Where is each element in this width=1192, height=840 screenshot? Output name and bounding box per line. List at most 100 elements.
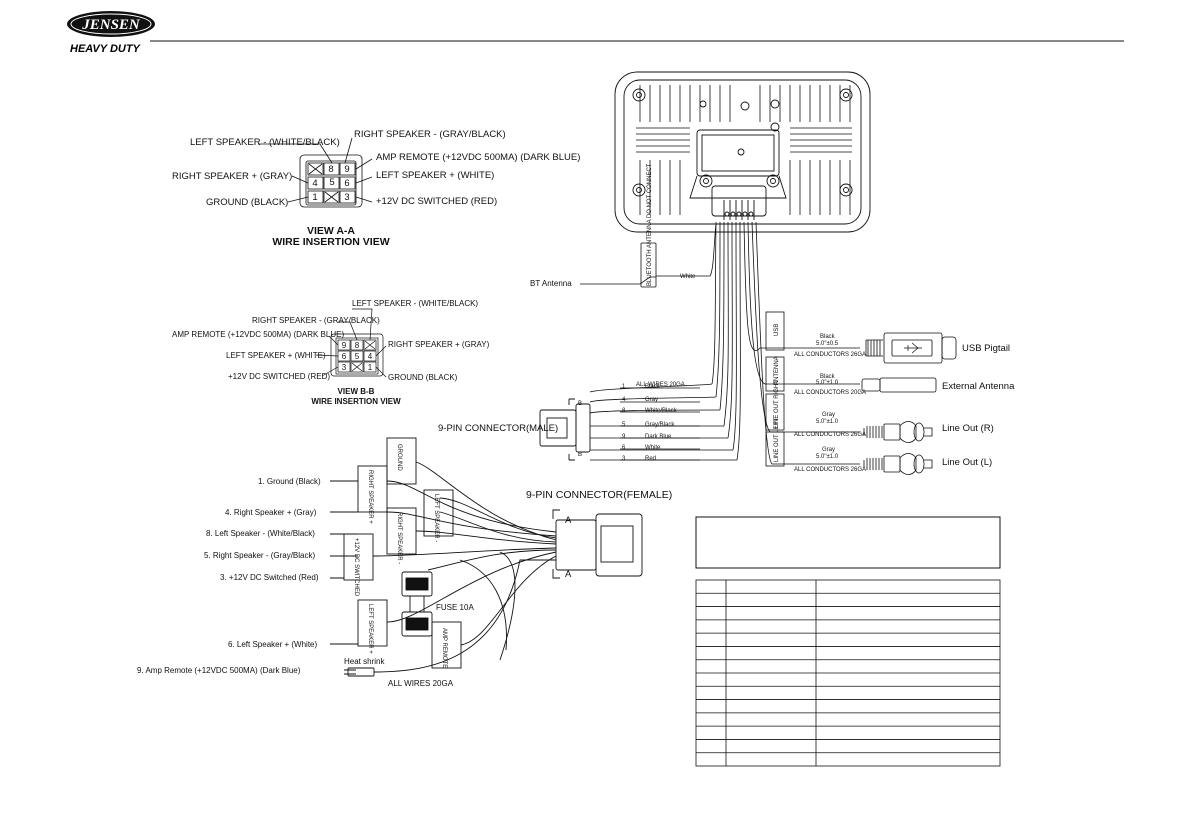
female-harness-text: 9-PIN CONNECTOR(FEMALE) A A 1. Ground (B… <box>137 444 672 688</box>
aa-subtitle: WIRE INSERTION VIEW <box>272 236 389 248</box>
pin-num: 4 <box>622 397 626 403</box>
line-out-l-label: Line Out (L) <box>942 457 992 468</box>
pin-color: Gray/Black <box>645 422 675 428</box>
tag-left-spk-neg: LEFT SPEAKER - <box>433 494 439 542</box>
bb-pin-3: 3 <box>342 363 347 372</box>
line-l-conductors: ALL CONDUCTORS 26GA <box>794 467 866 473</box>
aa-pin-8: 8 <box>328 164 333 175</box>
usb-length: 5.0"±0.5 <box>816 341 839 347</box>
usb-tag: USB <box>774 324 780 336</box>
bb-label-left-spk-neg: LEFT SPEAKER - (WHITE/BLACK) <box>352 299 478 308</box>
male-pin-labels: 1 Black 4 Gray 8 White/Black 5 Gray/Blac… <box>622 384 678 462</box>
aa-label-right-spk-pos: RIGHT SPEAKER + (GRAY) <box>172 171 292 182</box>
bb-label-right-spk-neg: RIGHT SPEAKER - (GRAY/BLACK) <box>252 316 380 325</box>
tag-left-spk-pos: LEFT SPEAKER + <box>367 604 373 654</box>
notes-box <box>695 516 1001 569</box>
aa-label-left-spk-neg: LEFT SPEAKER - (WHITE/BLACK) <box>190 137 340 148</box>
bb-label-ground: GROUND (BLACK) <box>388 373 458 382</box>
pin-num: 8 <box>622 408 626 414</box>
sub-brand: HEAVY DUTY <box>70 43 142 55</box>
pin-num: 3 <box>622 456 626 462</box>
male-arrow-b-bottom: B <box>578 452 582 458</box>
aa-pin-9: 9 <box>344 164 349 175</box>
bb-label-switched: +12V DC SWITCHED (RED) <box>228 372 330 381</box>
view-bb <box>315 308 387 378</box>
line-l-wire-color: Gray <box>822 447 835 453</box>
usb-pigtail-label: USB Pigtail <box>962 343 1010 354</box>
bb-pin-4: 4 <box>368 352 373 361</box>
aa-pin-5: 5 <box>329 177 334 188</box>
line-r-length: 5.0"±1.0 <box>816 419 839 425</box>
pin-color: Red <box>645 456 656 462</box>
fuse-label: FUSE 10A <box>436 603 474 612</box>
harness-wire-8: 8. Left Speaker - (White/Black) <box>206 529 315 538</box>
aa-label-right-spk-neg: RIGHT SPEAKER - (GRAY/BLACK) <box>354 129 506 140</box>
pin-num: 6 <box>622 445 626 451</box>
antenna-tag: ANTENNA <box>774 356 780 385</box>
female-harness <box>330 437 643 677</box>
line-out-r-label: Line Out (R) <box>942 423 994 434</box>
pigtail-labels: USB ANTENNA LINE OUT RIGHT LINE OUT LEFT… <box>774 324 1015 473</box>
tag-right-spk-pos: RIGHT SPEAKER + <box>367 470 373 524</box>
harness-wire-6: 6. Left Speaker + (White) <box>228 640 317 649</box>
aa-label-left-spk-pos: LEFT SPEAKER + (WHITE) <box>376 170 494 181</box>
usb-conductors: ALL CONDUCTORS 26GA <box>794 352 866 358</box>
aa-label-ground: GROUND (BLACK) <box>206 197 288 208</box>
pin-num: 1 <box>622 384 626 390</box>
bb-label-amp-remote: AMP REMOTE (+12VDC 500MA) (DARK BLUE) <box>172 330 344 339</box>
bt-antenna-label: BT Antenna <box>530 279 572 288</box>
aa-label-switched: +12V DC SWITCHED (RED) <box>376 196 497 207</box>
pigtail-tags <box>765 311 957 475</box>
male-connector <box>539 398 591 461</box>
male-arrow-b-top: B <box>578 401 582 407</box>
view-bb-text: 9 8 6 5 4 3 1 LEFT SPEAKER - (WHITE/BLAC… <box>172 299 490 406</box>
tag-amp-remote: AMP REMOTE <box>441 628 447 668</box>
harness-all-wires-label: ALL WIRES 20GA <box>388 679 454 688</box>
line-r-wire-color: Gray <box>822 412 835 418</box>
pin-color: Black <box>645 384 661 390</box>
usb-wire-color: Black <box>820 334 836 340</box>
bb-pin-5: 5 <box>355 352 360 361</box>
bb-pin-9: 9 <box>342 341 347 350</box>
bt-wire-color: White <box>680 274 696 280</box>
head-unit <box>614 71 871 233</box>
tag-ground: GROUND <box>396 444 402 471</box>
line-out-left-tag: LINE OUT LEFT <box>774 418 780 462</box>
bb-title: VIEW B-B <box>338 387 375 396</box>
bb-subtitle: WIRE INSERTION VIEW <box>311 397 401 406</box>
aa-pin-4: 4 <box>312 178 317 189</box>
harness-wire-5: 5. Right Speaker - (Gray/Black) <box>204 551 315 560</box>
line-l-length: 5.0"±1.0 <box>816 454 839 460</box>
view-aa-text: 5 8 9 4 6 1 3 LEFT SPEAKER - (WHITE/BLAC… <box>172 129 580 248</box>
harness-wire-9: 9. Amp Remote (+12VDC 500MA) (Dark Blue) <box>137 666 301 675</box>
heat-sink-fins <box>636 85 852 215</box>
pin-num: 9 <box>622 434 626 440</box>
pin-num: 5 <box>622 422 626 428</box>
brand-name: JENSEN <box>81 17 141 33</box>
aa-label-amp-remote: AMP REMOTE (+12VDC 500MA) (DARK BLUE) <box>376 152 580 163</box>
blank-table <box>695 579 1001 767</box>
bt-box-label: BLUETOOTH ANTENNA DO NOT CONNECT <box>647 163 653 286</box>
tag-right-spk-neg: RIGHT SPEAKER - <box>396 512 402 564</box>
line-out-right-tag: LINE OUT RIGHT <box>774 380 780 428</box>
aa-title: VIEW A-A <box>307 225 355 237</box>
heat-shrink-label: Heat shrink <box>344 657 385 666</box>
bt-antenna <box>580 242 657 288</box>
brand-logo <box>67 11 155 37</box>
bb-pin-1: 1 <box>368 363 373 372</box>
header: JENSEN HEAVY DUTY <box>67 11 1124 55</box>
harness-wire-3: 3. +12V DC Switched (Red) <box>220 573 319 582</box>
bb-pin-8: 8 <box>355 341 360 350</box>
female-connector-title: 9-PIN CONNECTOR(FEMALE) <box>526 489 672 501</box>
pin-color: Gray <box>645 397 658 403</box>
female-arrow-a-bottom: A <box>565 569 572 580</box>
aa-pin-1: 1 <box>312 192 317 203</box>
bb-label-left-spk-pos: LEFT SPEAKER + (WHITE) <box>226 351 326 360</box>
bb-pin-6: 6 <box>342 352 347 361</box>
view-aa <box>258 137 373 208</box>
antenna-wire-color: Black <box>820 374 836 380</box>
unit-all-wires-label: ALL WIRES 20GA <box>636 382 685 388</box>
harness-wire-4: 4. Right Speaker + (Gray) <box>225 508 317 517</box>
usb-icon <box>904 342 922 354</box>
